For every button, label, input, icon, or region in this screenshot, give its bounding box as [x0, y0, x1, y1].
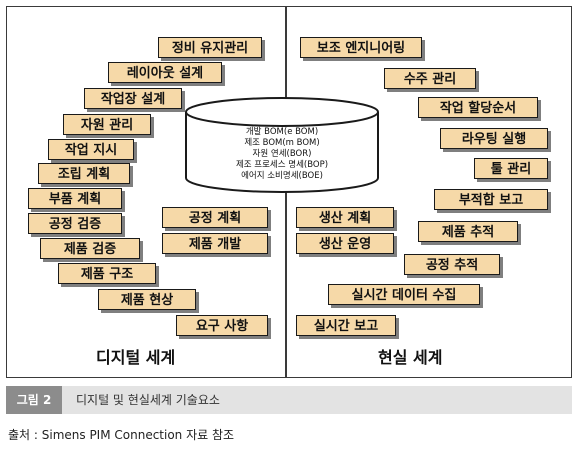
real-item-realtime-report: 실시간 보고	[296, 315, 396, 336]
real-world-label: 현실 세계	[378, 348, 443, 367]
database-line: 에어지 소비명세(BOE)	[241, 171, 323, 181]
database-line: 자원 연세(BOR)	[252, 149, 312, 159]
figure-title: 디지털 및 현실세계 기술요소	[76, 393, 220, 407]
figure-number: 그림 2	[6, 386, 62, 414]
digital-item-layout-design: 레이아웃 설계	[108, 62, 222, 83]
real-item-product-tracking: 제품 추적	[418, 221, 518, 242]
digital-item-maintenance: 정비 유지관리	[158, 37, 262, 58]
real-item-routing-execution: 라우팅 실행	[440, 128, 548, 149]
real-item-production-planning: 생산 계획	[296, 207, 394, 228]
source-note: 출처 : Simens PIM Connection 자료 참조	[8, 428, 235, 442]
database-line: 제조 BOM(m BOM)	[244, 138, 320, 148]
digital-item-product-development: 제품 개발	[162, 233, 268, 254]
digital-item-process-planning: 공정 계획	[162, 207, 268, 228]
digital-item-product-verification: 제품 검증	[40, 238, 140, 259]
digital-item-process-verification: 공정 검증	[28, 213, 122, 234]
digital-item-workplace-design: 작업장 설계	[84, 88, 182, 109]
real-item-process-tracking: 공정 추적	[404, 254, 500, 275]
real-item-tool-management: 툴 관리	[474, 158, 548, 179]
real-item-production-operation: 생산 운영	[296, 233, 394, 254]
database-cylinder-icon	[185, 97, 379, 193]
digital-item-resource-management: 자원 관리	[63, 114, 151, 135]
database-contents: 개발 BOM(e BOM) 제조 BOM(m BOM) 자원 연세(BOR) 제…	[184, 127, 380, 182]
real-item-auxiliary-engineering: 보조 엔지니어링	[300, 37, 422, 58]
digital-item-product-structure: 제품 구조	[58, 263, 156, 284]
real-item-realtime-data-collection: 실시간 데이터 수집	[328, 284, 480, 305]
database-line: 개발 BOM(e BOM)	[245, 127, 319, 137]
digital-item-assembly-plan: 조립 계획	[38, 163, 130, 184]
real-item-work-assignment-sequence: 작업 할당순서	[418, 97, 538, 118]
digital-item-parts-plan: 부품 계획	[28, 188, 122, 209]
real-item-nonconformance-report: 부적합 보고	[434, 189, 548, 210]
digital-item-requirements: 요구 사항	[176, 315, 268, 336]
digital-item-work-order: 작업 지시	[48, 139, 134, 160]
digital-world-label: 디지털 세계	[96, 348, 176, 367]
database-line: 제조 프로세스 명세(BOP)	[235, 160, 329, 170]
real-item-order-management: 수주 관리	[384, 68, 476, 89]
figure-caption-bar: 그림 2 디지털 및 현실세계 기술요소	[6, 386, 572, 414]
digital-item-product-phenomenon: 제품 현상	[98, 289, 196, 310]
